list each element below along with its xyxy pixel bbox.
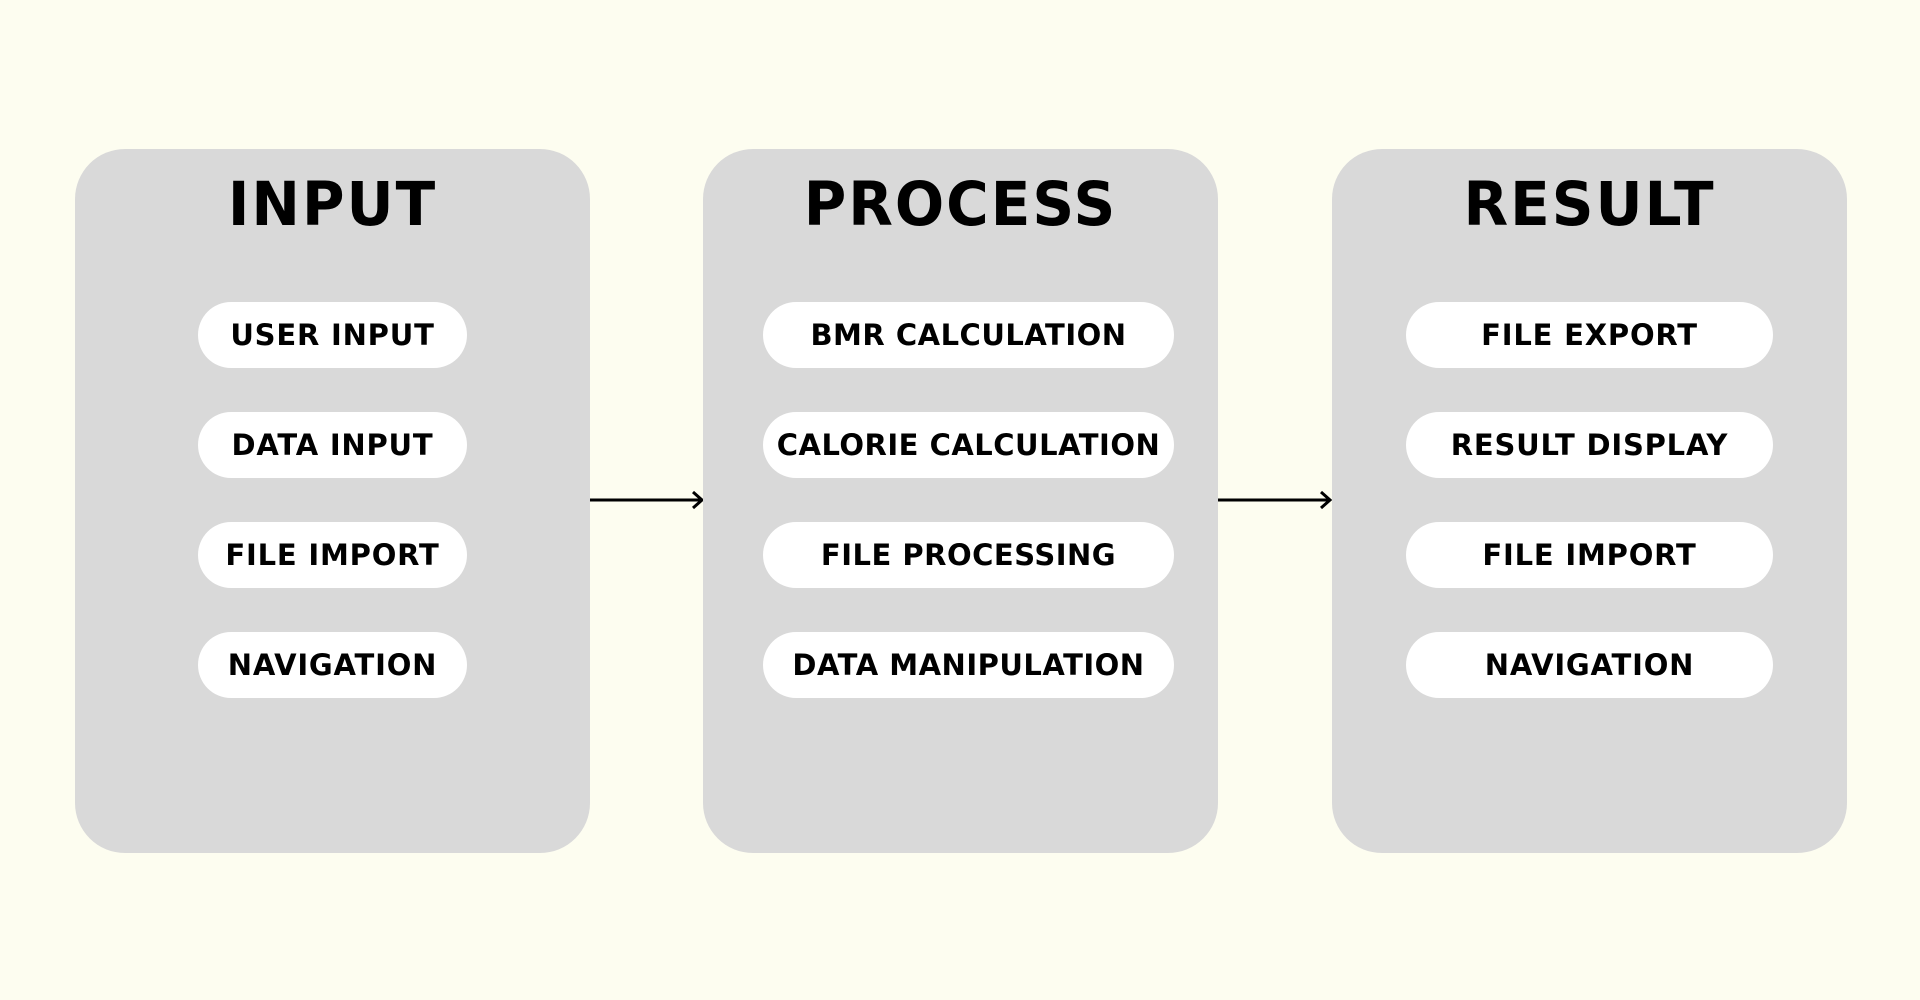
item-file-export: FILE EXPORT bbox=[1406, 302, 1773, 368]
item-navigation: NAVIGATION bbox=[198, 632, 467, 698]
item-user-input: USER INPUT bbox=[198, 302, 467, 368]
panel-input: INPUT USER INPUT DATA INPUT FILE IMPORT … bbox=[75, 149, 590, 853]
item-calorie-calculation: CALORIE CALCULATION bbox=[763, 412, 1174, 478]
panel-result: RESULT FILE EXPORT RESULT DISPLAY FILE I… bbox=[1332, 149, 1847, 853]
item-data-input: DATA INPUT bbox=[198, 412, 467, 478]
panel-title-result: RESULT bbox=[1463, 168, 1716, 240]
arrow-right-icon bbox=[590, 490, 705, 510]
panel-process: PROCESS BMR CALCULATION CALORIE CALCULAT… bbox=[703, 149, 1218, 853]
item-bmr-calculation: BMR CALCULATION bbox=[763, 302, 1174, 368]
item-navigation: NAVIGATION bbox=[1406, 632, 1773, 698]
panel-title-input: INPUT bbox=[227, 168, 438, 240]
arrow-head bbox=[692, 490, 705, 510]
arrow-right-icon bbox=[1218, 490, 1333, 510]
item-file-import: FILE IMPORT bbox=[1406, 522, 1773, 588]
item-file-processing: FILE PROCESSING bbox=[763, 522, 1174, 588]
item-result-display: RESULT DISPLAY bbox=[1406, 412, 1773, 478]
item-data-manipulation: DATA MANIPULATION bbox=[763, 632, 1174, 698]
item-file-import: FILE IMPORT bbox=[198, 522, 467, 588]
panel-title-process: PROCESS bbox=[803, 168, 1118, 240]
arrow-head bbox=[1320, 490, 1333, 510]
